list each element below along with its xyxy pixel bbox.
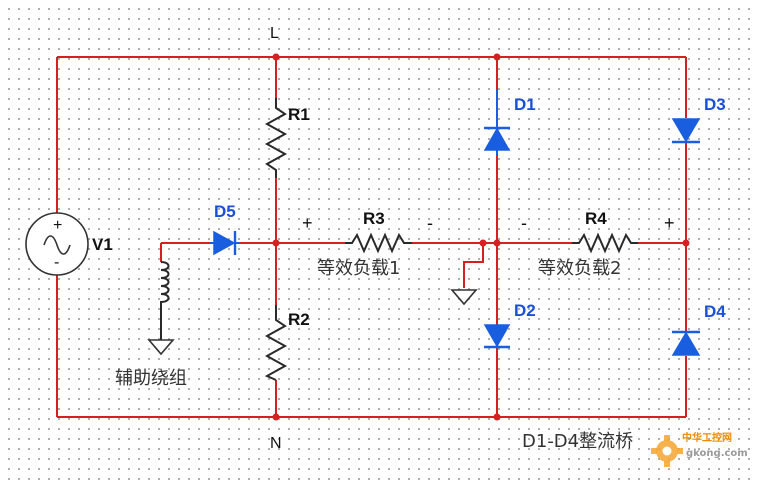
diode-d2-label: D2 xyxy=(514,301,536,320)
resistor-r3-label: R3 xyxy=(363,209,385,228)
resistor-r2-zigzag xyxy=(264,305,288,381)
polarity-r4-plus: + xyxy=(664,213,675,233)
resistor-r4-label: R4 xyxy=(585,209,607,228)
bridge-annotation: D1-D4整流桥 xyxy=(522,431,633,452)
polarity-r3-minus: - xyxy=(427,213,433,233)
aux-winding-inductor xyxy=(147,261,175,356)
diode-d5-triangle xyxy=(213,230,236,256)
resistor-r3-zigzag xyxy=(345,232,412,254)
node-label-n: N xyxy=(270,435,282,452)
wire-ground-branch xyxy=(463,243,484,288)
ac-source-v1: + - V1 xyxy=(25,212,113,276)
resistor-r1-zigzag xyxy=(264,98,288,178)
load1-annotation: 等效负载1 xyxy=(317,258,400,279)
junction-dot xyxy=(272,413,280,421)
diode-d4-label: D4 xyxy=(704,302,726,321)
junction-dot xyxy=(479,239,487,247)
diode-d1-label: D1 xyxy=(514,95,536,114)
junctions xyxy=(272,53,690,421)
resistor-r1-label: R1 xyxy=(288,105,310,124)
diode-d3-label: D3 xyxy=(704,95,726,114)
junction-dot xyxy=(493,53,501,61)
load2-annotation: 等效负载2 xyxy=(538,258,621,279)
junction-dot xyxy=(272,239,280,247)
junction-dot xyxy=(682,239,690,247)
source-plus-sign: + xyxy=(53,217,62,234)
polarity-r3-plus: + xyxy=(302,213,313,233)
junction-dot xyxy=(493,239,501,247)
gear-icon xyxy=(651,435,683,467)
diode-d3: D3 xyxy=(671,95,726,144)
resistor-r3: R3 xyxy=(345,209,412,254)
resistor-r4: R4 xyxy=(572,209,638,254)
source-minus-sign: - xyxy=(54,254,59,271)
ground-icon xyxy=(450,289,478,306)
resistor-r1: R1 xyxy=(264,98,310,178)
diode-d4: D4 xyxy=(671,302,726,356)
wire-aux-to-d5 xyxy=(160,242,210,262)
node-label-l: L xyxy=(270,25,279,42)
aux-winding-annotation: 辅助绕组 xyxy=(115,368,187,389)
ground-icon xyxy=(147,339,175,356)
diode-d3-triangle xyxy=(671,118,701,143)
diode-d2: D2 xyxy=(483,301,536,349)
diode-d5: D5 xyxy=(210,202,240,256)
source-label: V1 xyxy=(92,235,113,254)
diode-d5-label: D5 xyxy=(214,202,236,221)
ground-node xyxy=(450,289,478,306)
diode-d4-triangle xyxy=(671,331,701,356)
resistor-r2: R2 xyxy=(264,305,310,381)
sine-wave-icon xyxy=(43,235,71,255)
watermark-text-url: gkong.com xyxy=(686,448,748,459)
diode-d1: D1 xyxy=(483,90,536,155)
watermark-logo: 中华工控网 gkong.com xyxy=(651,431,748,467)
diode-d2-triangle xyxy=(483,324,511,348)
junction-dot xyxy=(272,53,280,61)
diode-d1-triangle xyxy=(483,127,511,151)
resistor-r4-zigzag xyxy=(572,232,638,254)
watermark-text-cn: 中华工控网 xyxy=(682,431,732,444)
inductor-coil xyxy=(160,261,170,340)
polarity-r4-minus: - xyxy=(521,213,527,233)
resistor-r2-label: R2 xyxy=(288,310,310,329)
junction-dot xyxy=(493,413,501,421)
